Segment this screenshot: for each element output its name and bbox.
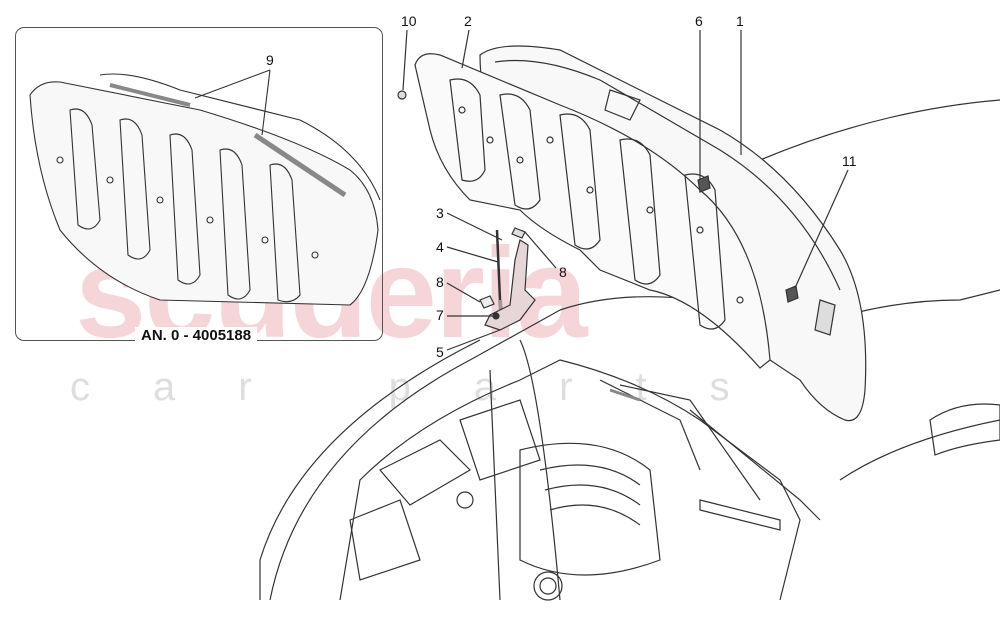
inset-panel (15, 27, 383, 341)
callout-10[interactable]: 10 (401, 13, 417, 29)
callout-3[interactable]: 3 (436, 205, 444, 221)
callout-8-right[interactable]: 8 (559, 264, 567, 280)
plug-part-10 (397, 90, 407, 100)
callout-11[interactable]: 11 (842, 153, 857, 169)
callout-9[interactable]: 9 (266, 52, 274, 68)
gas-strut (495, 229, 502, 301)
car-fender-outline (759, 99, 1000, 161)
callout-2[interactable]: 2 (464, 13, 472, 29)
callout-5[interactable]: 5 (436, 344, 444, 360)
inset-part-number-label: AN. 0 - 4005188 (135, 327, 258, 344)
callout-8-left[interactable]: 8 (436, 274, 444, 290)
callout-7[interactable]: 7 (436, 307, 444, 323)
callout-4[interactable]: 4 (436, 239, 444, 255)
engine-bay-outline (339, 359, 801, 601)
part-6-clip (697, 175, 711, 193)
callout-1[interactable]: 1 (736, 13, 744, 29)
inset-drawing (29, 69, 381, 306)
part-11-clip (785, 285, 799, 303)
insulation-panel (414, 53, 771, 369)
callout-6[interactable]: 6 (695, 13, 703, 29)
